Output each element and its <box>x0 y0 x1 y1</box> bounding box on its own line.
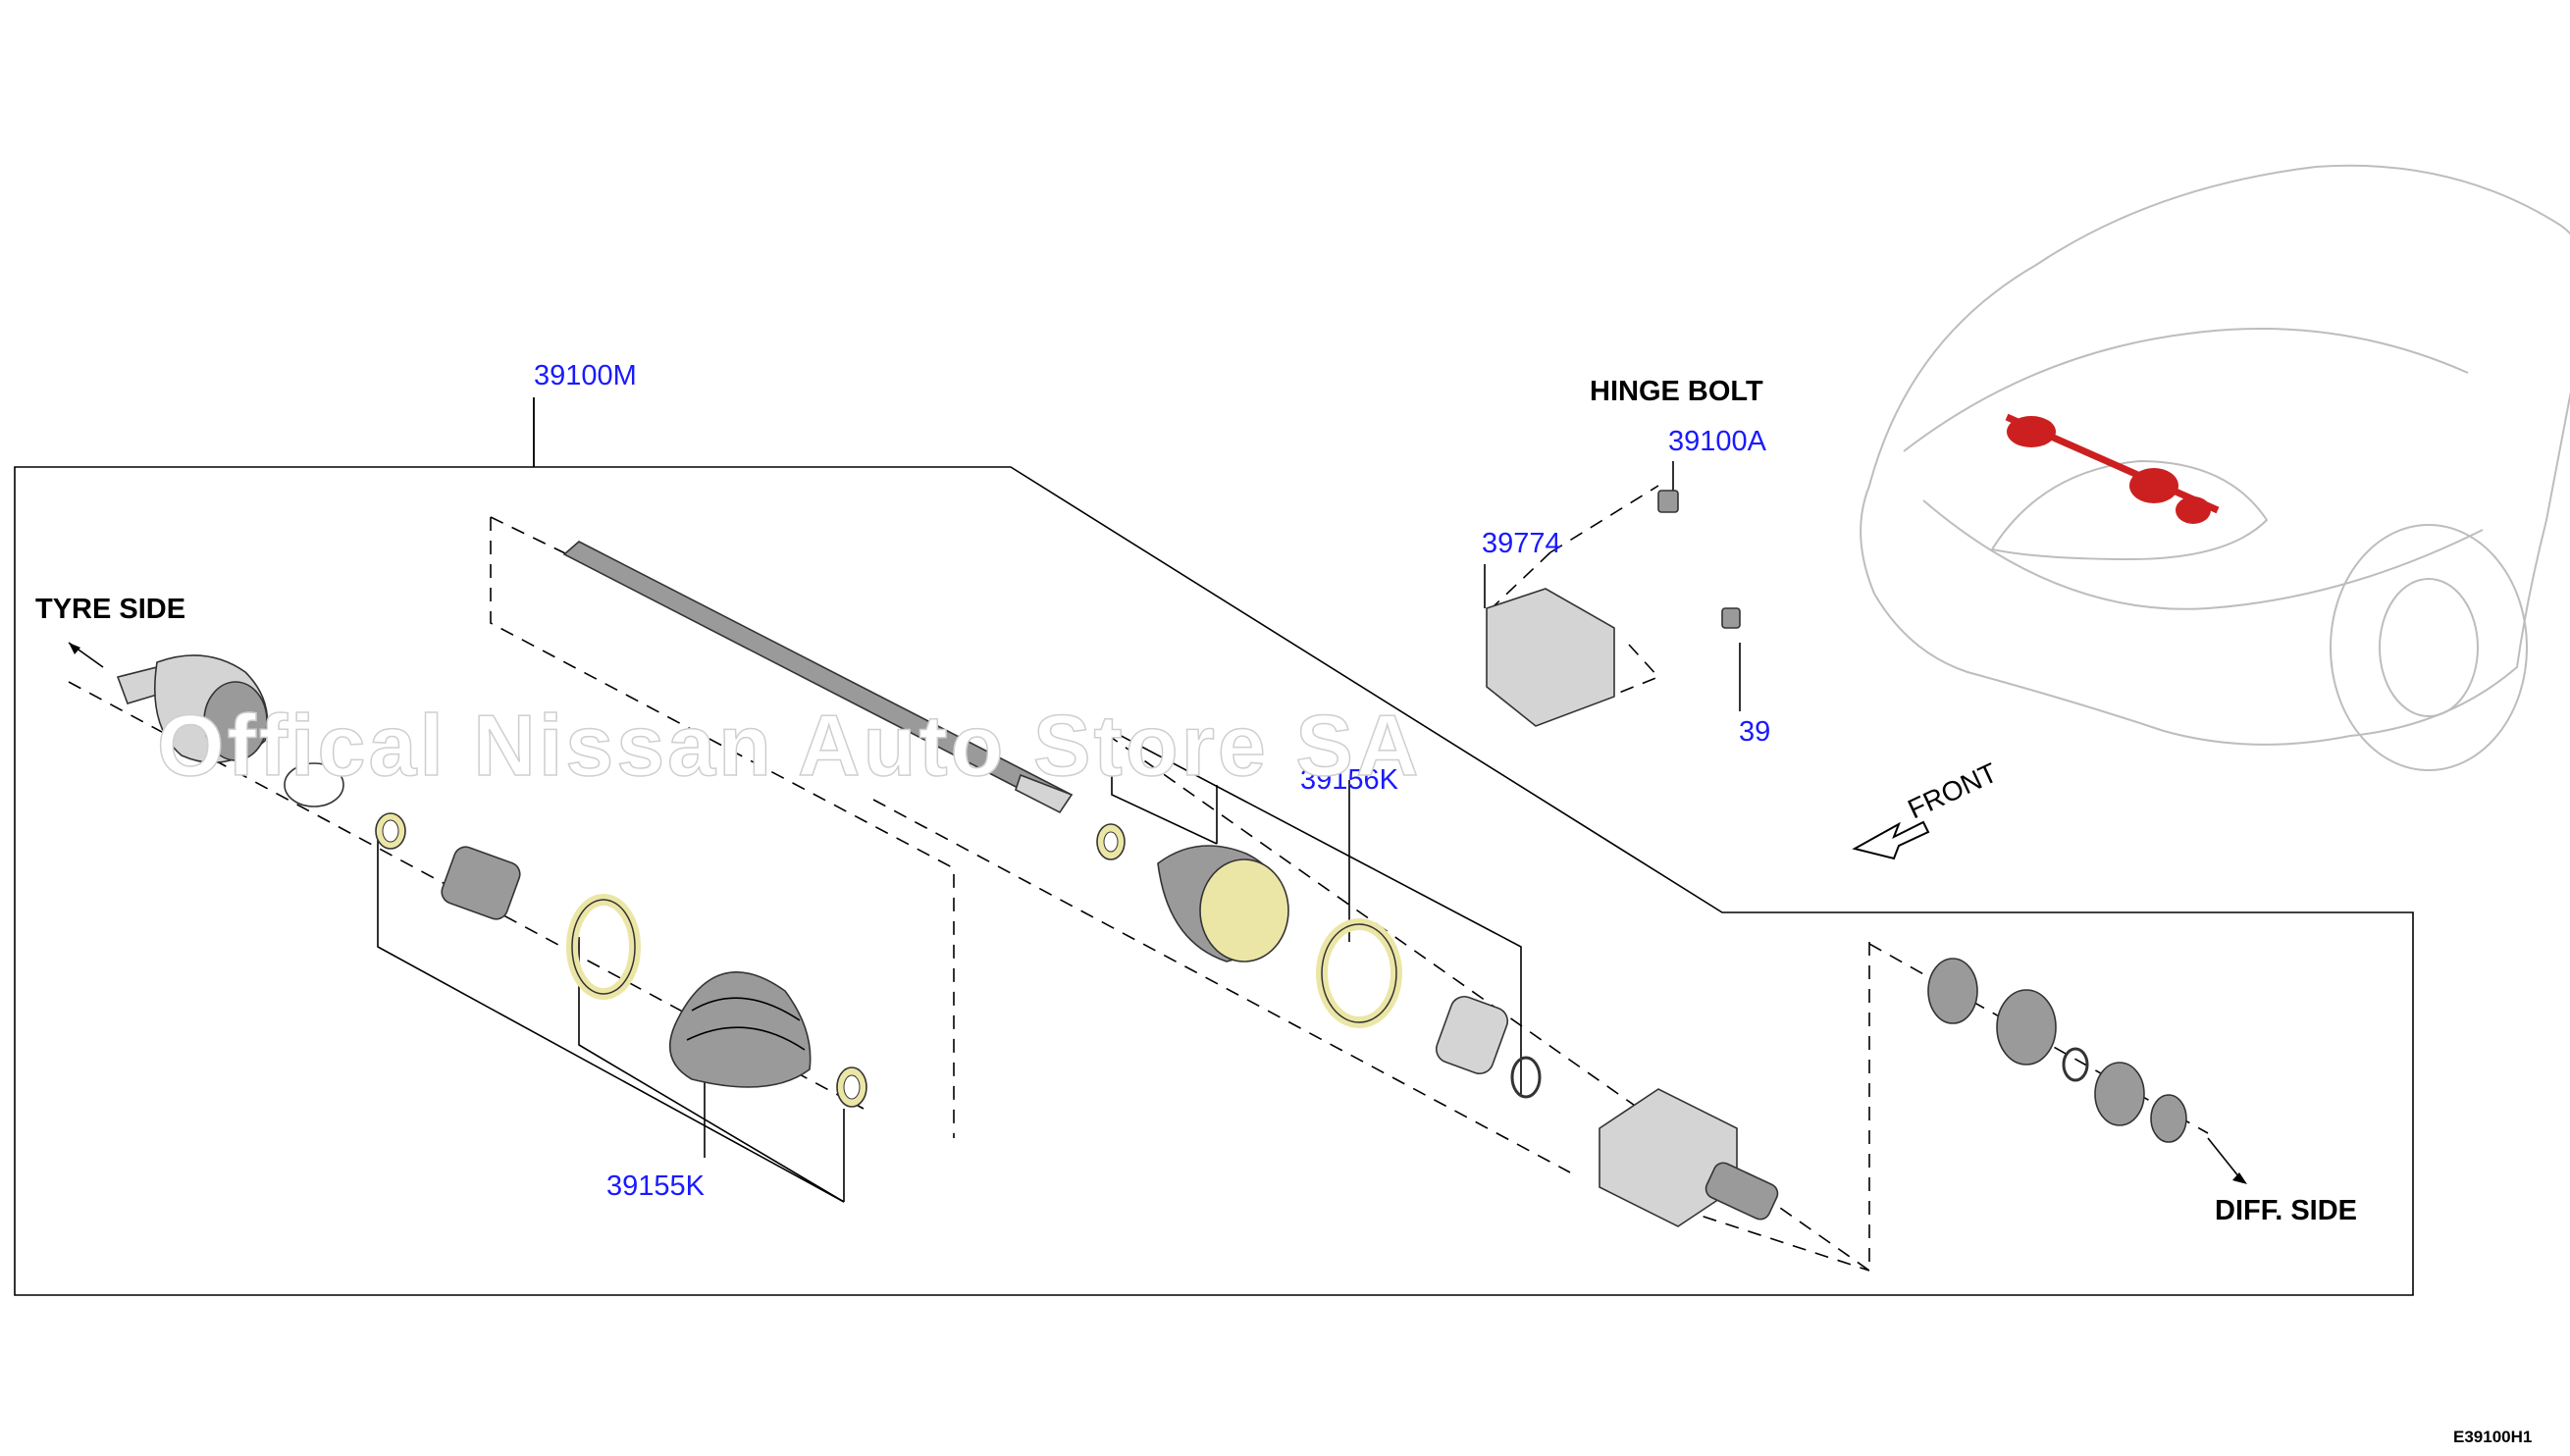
tyre-side-caption: TYRE SIDE <box>35 594 185 625</box>
part-label-bracket-bolt[interactable]: 39 <box>1739 716 1770 748</box>
outer-bearing-race[interactable] <box>439 844 523 922</box>
inner-joint-housing[interactable] <box>1599 1088 1781 1227</box>
large-clamp-outer[interactable] <box>566 894 641 1000</box>
part-label-39100A[interactable]: 39100A <box>1668 426 1767 457</box>
diff-side-bearings[interactable] <box>1927 958 2247 1184</box>
center-bearing-bracket[interactable] <box>1486 490 1741 727</box>
outer-circlip[interactable] <box>284 762 344 807</box>
front-direction-arrow <box>1852 820 1930 860</box>
hinge-bolt-caption: HINGE BOLT <box>1590 376 1763 407</box>
vehicle-locator <box>1860 164 2570 771</box>
tripod-joint[interactable] <box>1433 993 1511 1077</box>
assembly-frame <box>14 397 2414 1296</box>
outer-cv-joint[interactable] <box>68 642 269 763</box>
front-direction-label: FRONT <box>1903 757 2002 825</box>
outer-boot[interactable] <box>668 970 812 1088</box>
watermark-text: Offical Nissan Auto Store SA <box>157 697 1422 794</box>
shaft-clamp-inner[interactable] <box>1096 823 1126 860</box>
highlighted-driveshaft <box>2005 413 2220 524</box>
part-label-39774[interactable]: 39774 <box>1482 528 1561 559</box>
small-clamp-boot[interactable] <box>836 1066 867 1108</box>
part-label-39155K[interactable]: 39155K <box>606 1170 706 1202</box>
inner-snap-ring[interactable] <box>1510 1056 1542 1099</box>
leader-lines <box>377 461 1741 1203</box>
diagram-code: E39100H1 <box>2453 1428 2532 1446</box>
diff-side-caption: DIFF. SIDE <box>2215 1195 2357 1226</box>
large-clamp-inner[interactable] <box>1316 918 1402 1028</box>
inner-boot[interactable] <box>1157 845 1289 962</box>
dashed-explode-guides <box>68 485 2209 1272</box>
part-label-39156K[interactable]: 39156K <box>1300 764 1399 796</box>
drive-shaft[interactable] <box>562 541 1074 814</box>
small-clamp-outer[interactable] <box>375 812 406 850</box>
part-label-39100M[interactable]: 39100M <box>534 360 637 391</box>
